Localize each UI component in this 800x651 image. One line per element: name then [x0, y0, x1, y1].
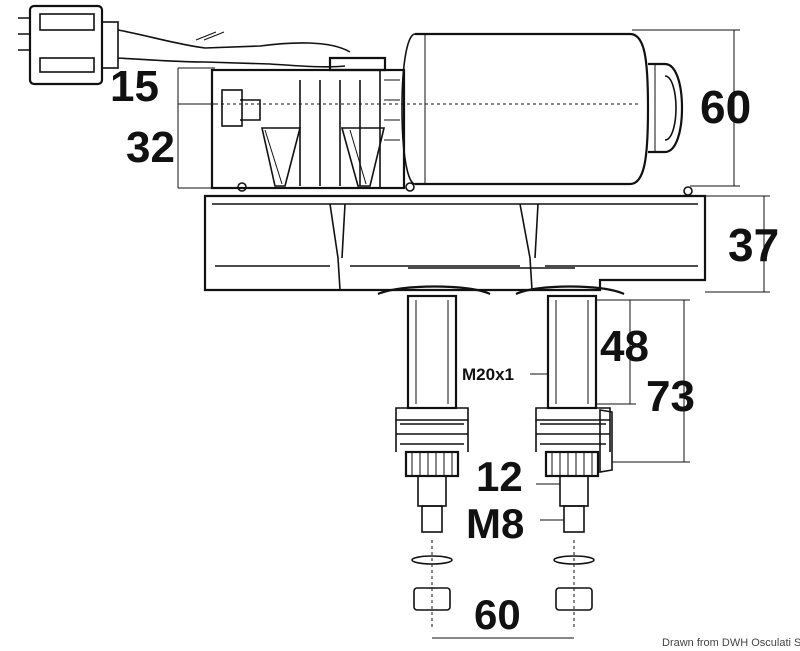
right-nut-threads — [535, 409, 613, 473]
electrical-connector — [18, 4, 119, 86]
base-plate — [203, 194, 707, 292]
right-shaft — [515, 285, 625, 630]
dim-37: 37 — [728, 219, 779, 271]
gearbox-bracket — [210, 68, 693, 196]
motor-housing — [401, 32, 684, 186]
thread-label-m20x1: M20x1 — [462, 365, 514, 384]
dim-60-bottom: 60 — [474, 591, 521, 638]
dim-48: 48 — [600, 322, 649, 371]
dim-73: 73 — [646, 372, 695, 421]
credit-text: Drawn from DWH Osculati SpA — [662, 637, 800, 649]
dim-15: 15 — [110, 62, 159, 111]
left-shaft — [377, 285, 491, 630]
left-nut-threads — [395, 420, 469, 452]
dim-32: 32 — [126, 123, 175, 172]
cable — [117, 29, 387, 72]
dim-12: 12 — [476, 453, 523, 500]
bolt-label-m8: M8 — [466, 500, 524, 547]
dimension-lines — [177, 29, 770, 639]
dim-60-top: 60 — [700, 81, 751, 133]
